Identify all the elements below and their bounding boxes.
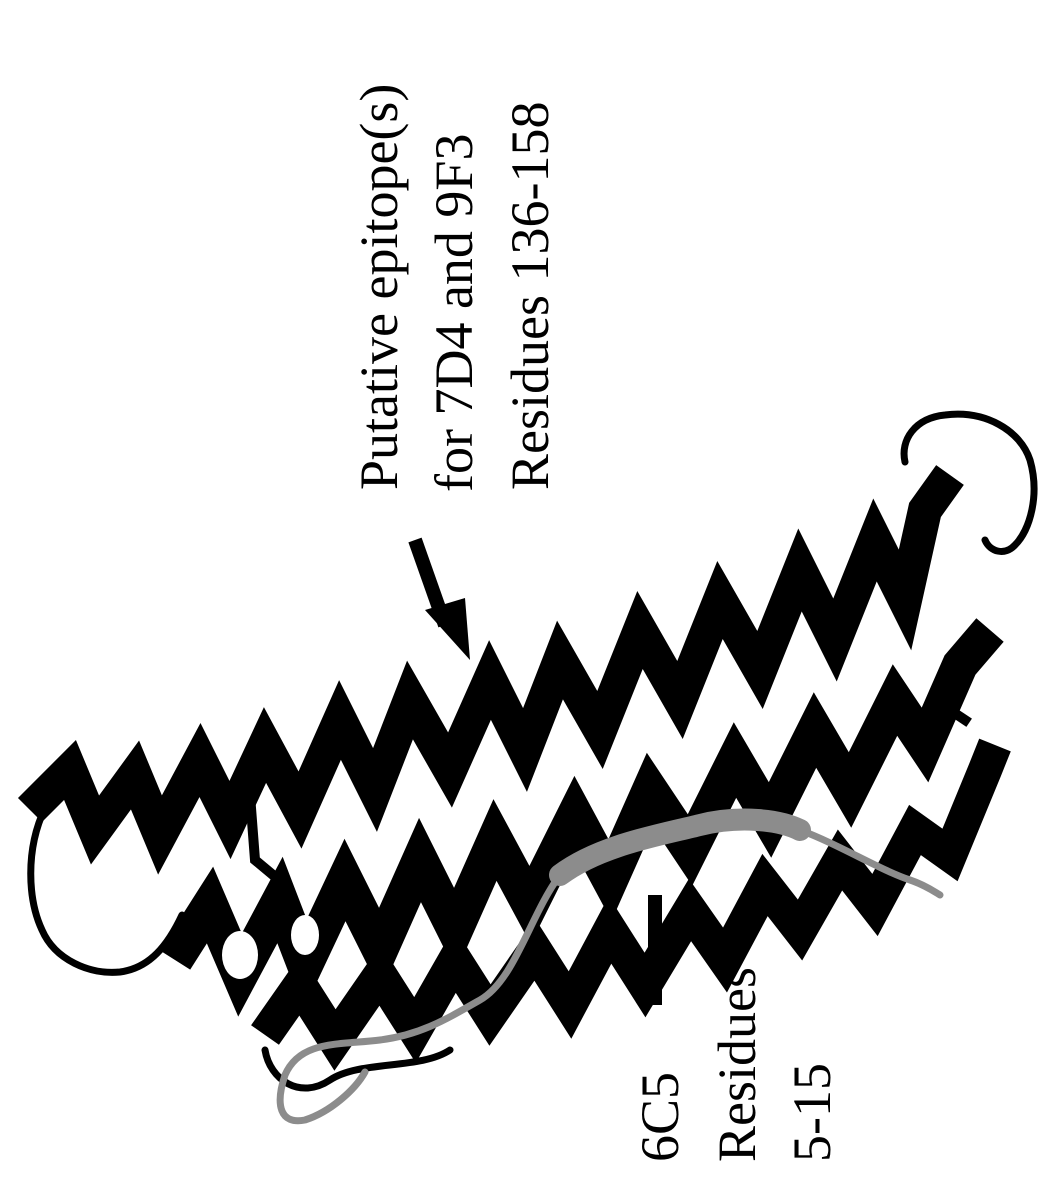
sixc5-label-line3: 5-15 xyxy=(782,1063,842,1162)
sixc5-label-line1: 6C5 xyxy=(630,1072,690,1162)
sixc5-label-line2: Residues xyxy=(707,967,767,1162)
epitope-label-line1: Putative epitope(s) xyxy=(349,84,409,490)
epitope-label: Putative epitope(s) for 7D4 and 9F3 Resi… xyxy=(349,84,560,492)
epitope-label-line2: for 7D4 and 9F3 xyxy=(424,134,484,492)
epitope-label-line3: Residues 136-158 xyxy=(500,102,560,490)
